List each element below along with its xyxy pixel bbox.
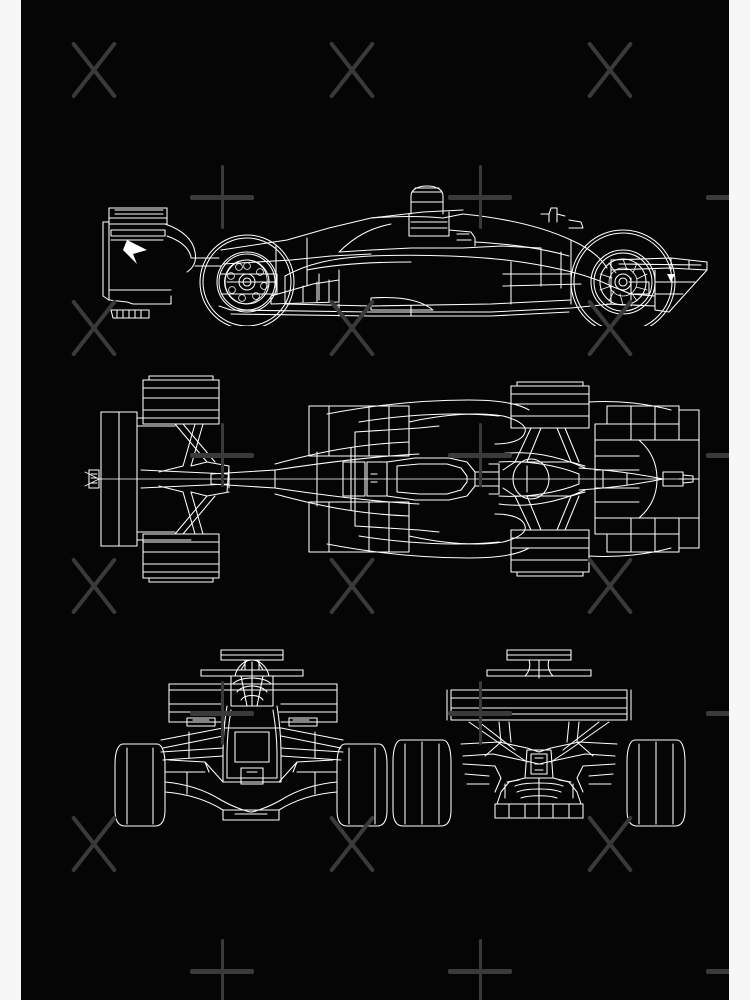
- view-front-elevation: [114, 649, 388, 827]
- drawing-layer: [21, 0, 729, 1000]
- rear-wheel-side: [570, 229, 676, 326]
- blueprint-canvas: [21, 0, 729, 1000]
- view-plan: [84, 375, 700, 583]
- right-margin: [729, 0, 750, 1000]
- view-rear-elevation: [392, 649, 686, 827]
- front-wheel-side: [199, 234, 295, 326]
- left-margin: [0, 0, 21, 1000]
- view-side-elevation: [102, 185, 708, 326]
